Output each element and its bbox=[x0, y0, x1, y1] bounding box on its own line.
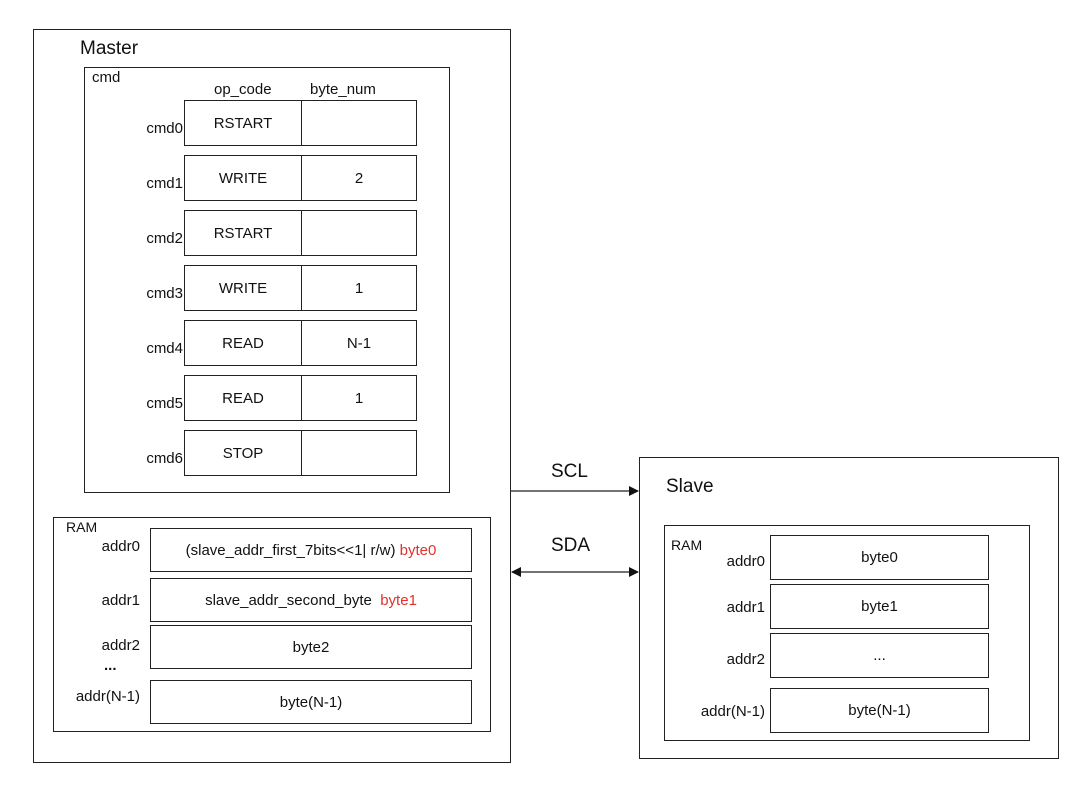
cmd-panel-label: cmd bbox=[92, 69, 121, 86]
cmd-bytenum-cell-4: N-1 bbox=[301, 320, 417, 366]
master-title: Master bbox=[80, 38, 139, 59]
master-ram-text-addr2: byte2 bbox=[292, 638, 330, 656]
master-ram-text-addr1: slave_addr_second_byte bbox=[205, 591, 372, 609]
slave-ram-label: RAM bbox=[671, 537, 703, 553]
bytenum-column-header: byte_num bbox=[310, 81, 376, 98]
cmd-bytenum-cell-6 bbox=[301, 430, 417, 476]
slave-ram-addr1: addr1 bbox=[726, 599, 765, 616]
slave-ram-cell-addr0: byte0 bbox=[770, 535, 989, 580]
master-ram-text-addrN-1: byte(N-1) bbox=[279, 693, 343, 711]
slave-ram-cell-addr2: ... bbox=[770, 633, 989, 678]
cmd-bytenum-cell-0 bbox=[301, 100, 417, 146]
master-ram-addrN-1: addr(N-1) bbox=[75, 688, 140, 705]
slave-ram-text-addr1: byte1 bbox=[861, 598, 898, 615]
slave-ram-addr2: addr2 bbox=[726, 651, 765, 668]
cmd-row-label-3: cmd3 bbox=[146, 285, 183, 302]
slave-ram-addr0: addr0 bbox=[726, 553, 765, 570]
master-ram-text-addr0: (slave_addr_first_7bits<<1| r/w) bbox=[185, 541, 396, 559]
cmd-row-label-4: cmd4 bbox=[146, 340, 183, 357]
cmd-row-label-2: cmd2 bbox=[146, 230, 183, 247]
cmd-opcode-cell-1: WRITE bbox=[184, 155, 302, 201]
master-ram-tag-byte1: byte1 bbox=[380, 591, 417, 609]
opcode-column-header: op_code bbox=[214, 81, 272, 98]
cmd-opcode-cell-5: READ bbox=[184, 375, 302, 421]
cmd-opcode-cell-4: READ bbox=[184, 320, 302, 366]
slave-ram-text-addrN-1: byte(N-1) bbox=[848, 702, 911, 719]
master-ram-label: RAM bbox=[66, 519, 98, 535]
cmd-opcode-cell-3: WRITE bbox=[184, 265, 302, 311]
scl-label: SCL bbox=[551, 461, 588, 482]
cmd-row-label-5: cmd5 bbox=[146, 395, 183, 412]
cmd-row-label-6: cmd6 bbox=[146, 450, 183, 467]
cmd-bytenum-cell-3: 1 bbox=[301, 265, 417, 311]
master-ram-cell-addr0: (slave_addr_first_7bits<<1| r/w) byte0 bbox=[150, 528, 472, 572]
slave-ram-cell-addrN-1: byte(N-1) bbox=[770, 688, 989, 733]
cmd-row-label-1: cmd1 bbox=[146, 175, 183, 192]
cmd-opcode-cell-0: RSTART bbox=[184, 100, 302, 146]
master-ram-addr2: addr2 bbox=[101, 637, 140, 654]
cmd-bytenum-cell-1: 2 bbox=[301, 155, 417, 201]
slave-ram-text-addr0: byte0 bbox=[861, 549, 898, 566]
master-ram-addr1: addr1 bbox=[101, 592, 140, 609]
master-ram-ellipsis: ... bbox=[104, 657, 117, 674]
cmd-row-label-0: cmd0 bbox=[146, 120, 183, 137]
sda-label: SDA bbox=[551, 535, 591, 556]
cmd-bytenum-cell-5: 1 bbox=[301, 375, 417, 421]
master-ram-cell-addr1: slave_addr_second_byte byte1 bbox=[150, 578, 472, 622]
cmd-opcode-cell-6: STOP bbox=[184, 430, 302, 476]
master-ram-addr0: addr0 bbox=[101, 538, 140, 555]
cmd-bytenum-cell-2 bbox=[301, 210, 417, 256]
master-ram-cell-addrN-1: byte(N-1) bbox=[150, 680, 472, 724]
slave-ram-addrN-1: addr(N-1) bbox=[700, 703, 765, 720]
master-ram-tag-byte0: byte0 bbox=[399, 541, 437, 559]
slave-title: Slave bbox=[666, 476, 714, 497]
slave-ram-cell-addr1: byte1 bbox=[770, 584, 989, 629]
slave-ram-text-addr2: ... bbox=[873, 647, 886, 664]
master-ram-cell-addr2: byte2 bbox=[150, 625, 472, 669]
